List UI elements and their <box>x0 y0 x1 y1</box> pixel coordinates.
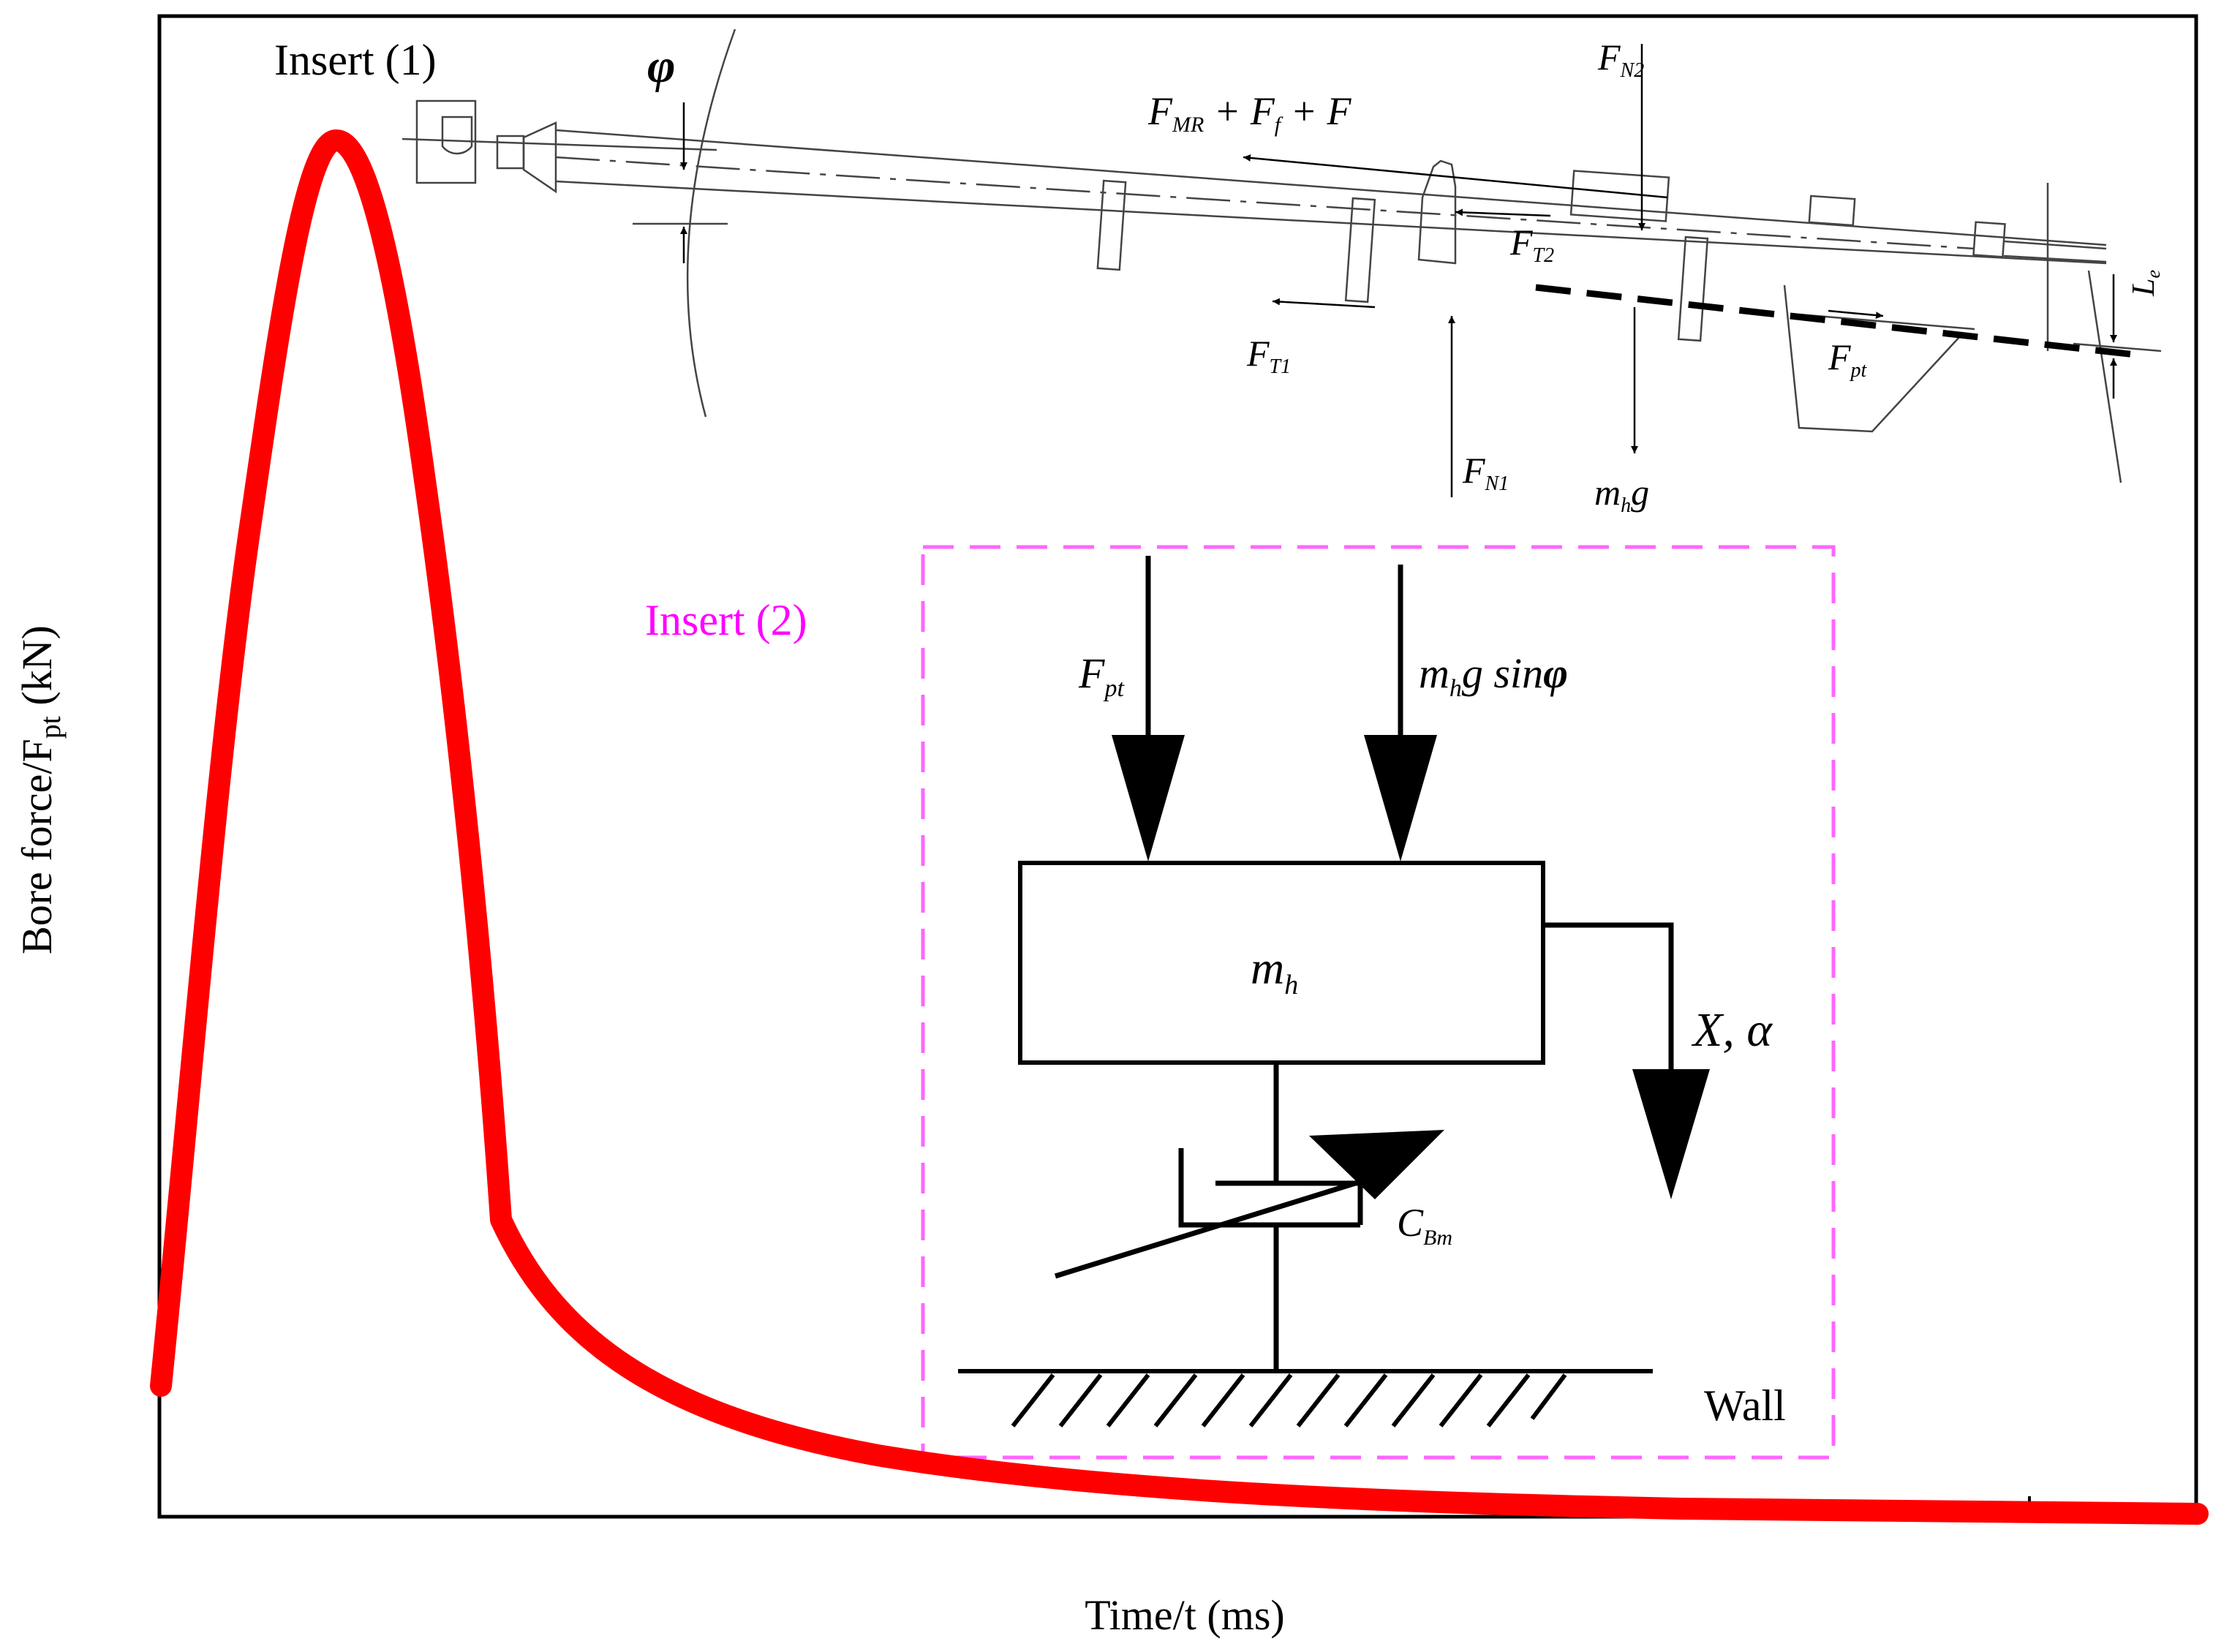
f-pt-label-insert1: Fpt <box>1828 336 1868 382</box>
insert-2-title: Insert (2) <box>645 596 807 644</box>
damper-variable-arrow-head <box>1309 1130 1444 1199</box>
f-mr-label: FMR + Ff + F <box>1147 89 1352 137</box>
f-t1-label: FT1 <box>1246 333 1291 378</box>
f-t2-label: FT2 <box>1509 222 1554 267</box>
mg-sin-arrow-head <box>1364 735 1437 861</box>
mass-label: mh <box>1251 942 1298 1000</box>
displacement-arrow-line <box>1543 922 1674 1075</box>
le-label: Le <box>2125 270 2164 297</box>
x-alpha-label: X, α <box>1691 1003 1773 1057</box>
wall-label: Wall <box>1704 1381 1786 1430</box>
mass-block <box>1018 861 1545 1065</box>
mg-sin-phi-label: mhg sinφ <box>1419 649 1568 702</box>
f-pt-label-insert2: Fpt <box>1078 649 1125 702</box>
insert-1-force-arrows <box>680 44 2117 497</box>
f-n1-label: FN1 <box>1462 450 1509 495</box>
x-axis-label: Time/t (ms) <box>1085 1591 1284 1639</box>
f-n2-label: FN2 <box>1597 37 1644 82</box>
c-bm-label: CBm <box>1397 1201 1452 1250</box>
insert-1-drawing <box>401 29 2162 483</box>
insert-2-dashed-frame <box>921 545 1836 1460</box>
wall <box>958 1369 1653 1427</box>
f-pt-arrow-head <box>1112 735 1185 861</box>
phi-label: φ <box>647 39 676 93</box>
insert-1-title: Insert (1) <box>274 36 437 84</box>
y-axis-label: Bore force/Fpt (kN) <box>13 625 67 954</box>
plot-frame <box>157 14 2198 1519</box>
variable-damper <box>1054 1063 1395 1371</box>
mhg-label: mhg <box>1594 472 1649 517</box>
displacement-arrow-head <box>1632 1069 1710 1199</box>
bore-force-curve <box>150 129 2209 1525</box>
